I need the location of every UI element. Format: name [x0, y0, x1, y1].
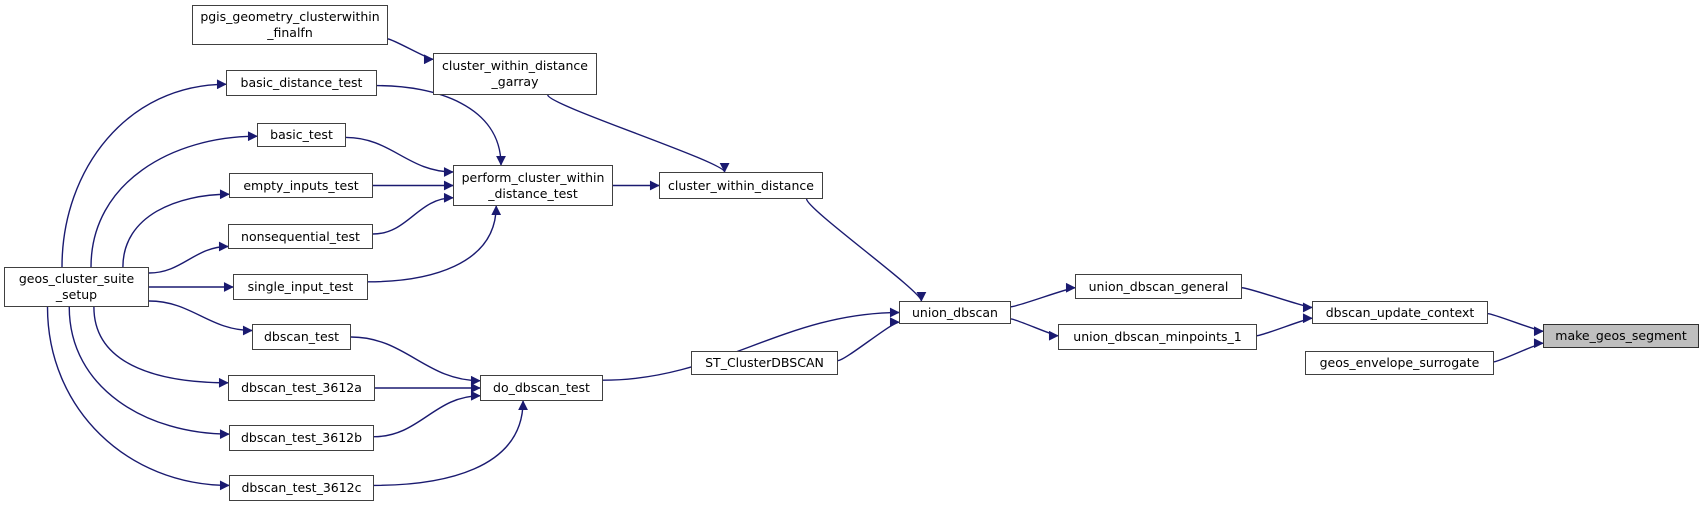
edge-geos_cluster_suite_setup-to-dbscan_test_3612b [68, 306, 230, 439]
node-union_dbscan[interactable]: union_dbscan [899, 301, 1011, 324]
node-basic_test[interactable]: basic_test [257, 123, 346, 147]
edge-nonsequential_test-to-perform_cluster_within_distance_test [372, 192, 454, 235]
node-label: make_geos_segment [1555, 328, 1687, 343]
node-label: dbscan_update_context [1325, 304, 1475, 320]
node-dbscan_test_3612a[interactable]: dbscan_test_3612a [228, 375, 375, 401]
node-dbscan_test_3612c[interactable]: dbscan_test_3612c [229, 475, 374, 501]
node-label: union_dbscan [912, 304, 998, 320]
edge-do_dbscan_test-to-union_dbscan [602, 307, 900, 381]
edge-dbscan_test-to-do_dbscan_test [350, 336, 481, 386]
node-label: _distance_test [488, 185, 578, 201]
edge-union_dbscan_minpoints_1-to-dbscan_update_context [1256, 313, 1313, 337]
edge-geos_cluster_suite_setup-to-empty_inputs_test [122, 189, 230, 268]
node-label: union_dbscan_minpoints_1 [1073, 329, 1242, 344]
edge-basic_distance_test-to-perform_cluster_within_distance_test [376, 84, 506, 166]
edge-geos_cluster_suite_setup-to-basic_distance_test [61, 79, 227, 268]
node-label: _setup [55, 287, 98, 302]
node-label: basic_test [270, 127, 333, 142]
node-geos_envelope_surrogate[interactable]: geos_envelope_surrogate [1305, 351, 1494, 375]
node-basic_distance_test[interactable]: basic_distance_test [226, 70, 377, 96]
edge-dbscan_test_3612c-to-do_dbscan_test [373, 400, 528, 487]
node-do_dbscan_test[interactable]: do_dbscan_test [480, 375, 603, 401]
node-label: ST_ClusterDBSCAN [705, 355, 824, 370]
node-label: single_input_test [247, 279, 354, 294]
edge-geos_cluster_suite_setup-to-dbscan_test_3612c [46, 306, 230, 491]
edge-union_dbscan_general-to-dbscan_update_context [1241, 287, 1313, 313]
node-single_input_test[interactable]: single_input_test [233, 274, 368, 300]
node-label: dbscan_test [263, 329, 340, 344]
node-ST_ClusterDBSCAN[interactable]: ST_ClusterDBSCAN [691, 351, 838, 375]
edges-group [46, 38, 1544, 491]
edge-geos_envelope_surrogate-to-make_geos_segment [1493, 338, 1544, 363]
edge-pgis_geometry_clusterwithin_finalfn-to-cluster_within_distance_garray [387, 38, 434, 65]
node-label: pgis_geometry_clusterwithin [200, 9, 380, 24]
node-pgis_geometry_clusterwithin_finalfn[interactable]: pgis_geometry_clusterwithin_finalfn [192, 5, 388, 45]
edge-geos_cluster_suite_setup-to-dbscan_test [148, 300, 253, 336]
node-label: basic_distance_test [240, 75, 363, 90]
edge-union_dbscan-to-union_dbscan_minpoints_1 [1010, 318, 1059, 341]
edge-union_dbscan-to-union_dbscan_general [1010, 282, 1076, 308]
node-label: union_dbscan_general [1088, 278, 1229, 294]
node-empty_inputs_test[interactable]: empty_inputs_test [229, 173, 373, 198]
edge-geos_cluster_suite_setup-to-basic_test [90, 131, 258, 268]
edge-basic_test-to-perform_cluster_within_distance_test [345, 136, 454, 177]
edge-ST_ClusterDBSCAN-to-union_dbscan [837, 317, 900, 362]
node-label: dbscan_test_3612a [241, 380, 362, 395]
node-label: dbscan_test_3612c [241, 480, 362, 495]
node-dbscan_test[interactable]: dbscan_test [252, 324, 351, 350]
node-label: cluster_within_distance [668, 177, 814, 193]
node-union_dbscan_minpoints_1[interactable]: union_dbscan_minpoints_1 [1058, 324, 1257, 350]
edge-single_input_test-to-perform_cluster_within_distance_test [367, 205, 502, 283]
node-label: _finalfn [267, 25, 313, 40]
edge-dbscan_update_context-to-make_geos_segment [1487, 312, 1544, 337]
node-geos_cluster_suite_setup[interactable]: geos_cluster_suite_setup [4, 267, 149, 307]
edge-geos_cluster_suite_setup-to-dbscan_test_3612a [93, 306, 229, 388]
node-make_geos_segment[interactable]: make_geos_segment [1543, 324, 1699, 348]
node-cluster_within_distance_garray[interactable]: cluster_within_distance_garray [433, 53, 597, 95]
node-label: geos_envelope_surrogate [1319, 355, 1480, 370]
node-perform_cluster_within_distance_test[interactable]: perform_cluster_within_distance_test [453, 165, 613, 206]
edge-dbscan_test_3612b-to-do_dbscan_test [373, 390, 481, 438]
node-cluster_within_distance[interactable]: cluster_within_distance [659, 172, 823, 199]
edge-cluster_within_distance_garray-to-cluster_within_distance [547, 94, 730, 173]
node-dbscan_update_context[interactable]: dbscan_update_context [1312, 301, 1488, 324]
edge-geos_cluster_suite_setup-to-nonsequential_test [148, 241, 229, 274]
node-label: _garray [491, 74, 539, 89]
edge-cluster_within_distance-to-union_dbscan [805, 198, 927, 302]
node-label: empty_inputs_test [243, 177, 359, 193]
node-label: nonsequential_test [241, 228, 360, 244]
node-nonsequential_test[interactable]: nonsequential_test [228, 224, 373, 249]
node-union_dbscan_general[interactable]: union_dbscan_general [1075, 274, 1242, 299]
node-dbscan_test_3612b[interactable]: dbscan_test_3612b [229, 425, 374, 451]
node-label: geos_cluster_suite [18, 271, 135, 286]
node-label: cluster_within_distance [442, 58, 588, 73]
node-label: perform_cluster_within [461, 169, 605, 185]
node-label: dbscan_test_3612b [240, 430, 363, 445]
node-label: do_dbscan_test [493, 380, 590, 395]
